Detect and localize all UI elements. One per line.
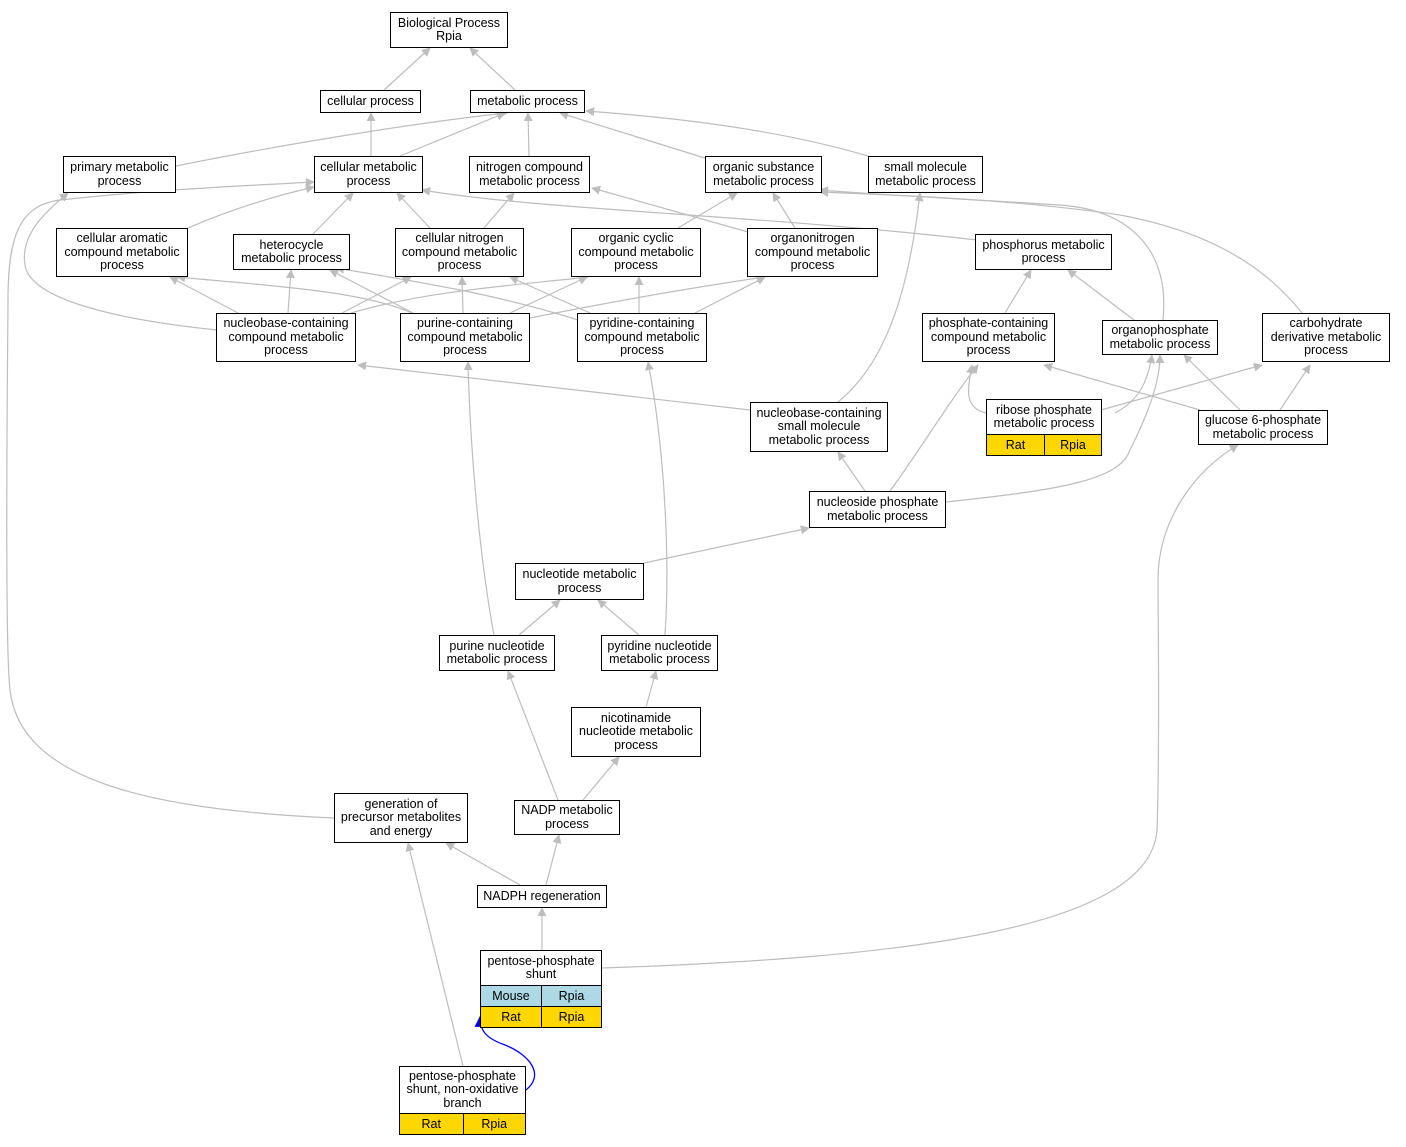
annotation-cell-ribose-0-1: Rpia <box>1044 434 1102 456</box>
edge-nucbase-cellarom <box>169 276 239 314</box>
edge-purinecont-hetero <box>329 269 414 314</box>
go-node-carbderiv[interactable]: carbohydrate derivative metabolic proces… <box>1262 313 1390 362</box>
go-node-pyridinenuc[interactable]: pyridine nucleotide metabolic process <box>601 635 718 671</box>
edge-glucose6p-carbderiv <box>1279 364 1311 411</box>
annotation-cell-pps-0-0: Mouse <box>480 985 542 1007</box>
go-node-nadp[interactable]: NADP metabolic process <box>514 800 620 835</box>
edge-primary-metabolic <box>175 109 508 167</box>
go-node-nucleoside[interactable]: nucleoside phosphate metabolic process <box>809 491 946 528</box>
edge-cellarom-cellmet <box>187 184 315 229</box>
go-node-orgsub[interactable]: organic substance metabolic process <box>705 156 822 193</box>
edge-pyridinecont-organonitro <box>694 276 766 314</box>
annotation-cell-ribose-0-0: Rat <box>986 434 1045 456</box>
go-node-cellarom[interactable]: cellular aromatic compound metabolic pro… <box>56 228 188 277</box>
edge-hetero-cellmet <box>312 192 354 235</box>
go-node-nucleotide[interactable]: nucleotide metabolic process <box>515 563 644 600</box>
edge-ppsnon-genprec <box>405 842 464 1067</box>
go-node-primary[interactable]: primary metabolic process <box>63 156 176 193</box>
edge-smallmol-metabolic <box>585 107 869 157</box>
annotation-cell-pps-1-0: Rat <box>480 1006 542 1028</box>
edge-pyridinenuc-nucleotide <box>597 599 640 636</box>
go-node-nitrogen[interactable]: nitrogen compound metabolic process <box>469 156 590 193</box>
edge-nitrogen-metabolic <box>523 112 533 157</box>
go-node-nucbase[interactable]: nucleobase-containing compound metabolic… <box>216 313 356 362</box>
go-node-ppsnon[interactable]: pentose-phosphate shunt, non-oxidative b… <box>399 1066 526 1114</box>
go-node-smallmol[interactable]: small molecule metabolic process <box>868 156 983 193</box>
edge-nucbase-hetero <box>285 269 295 314</box>
edge-nadp-nicotinamide <box>582 756 620 801</box>
edge-orgcyclic-orgsub <box>677 192 738 229</box>
edge-ribose-carbderiv <box>1100 362 1263 411</box>
go-node-ribose[interactable]: ribose phosphate metabolic process <box>986 399 1102 435</box>
edge-nucleoside-phoscont <box>889 364 979 492</box>
edge-genprec-cellmet <box>6 177 335 819</box>
go-node-phosphorus[interactable]: phosphorus metabolic process <box>975 234 1112 270</box>
edge-glucose6p-phoscont <box>1043 362 1201 411</box>
go-node-glucose6p[interactable]: glucose 6-phosphate metabolic process <box>1198 410 1328 445</box>
edge-phoscont-phosphorus <box>1004 269 1032 314</box>
edge-orgsub-metabolic <box>559 111 709 160</box>
go-node-purinenuc[interactable]: purine nucleotide metabolic process <box>439 635 555 671</box>
annotation-cell-pps-0-1: Rpia <box>541 985 602 1007</box>
annotation-cell-ppsnon-0-0: Rat <box>399 1113 464 1135</box>
edge-purinenuc-nucleotide <box>518 599 561 636</box>
edge-organophos-phosphorus <box>1067 269 1135 321</box>
edge-cellular-bp <box>383 47 431 91</box>
edge-nucleoside-nucbasesmall <box>837 451 866 492</box>
edge-ribose-phoscont <box>966 364 987 414</box>
edge-nucbasesmall-smallmol <box>837 192 924 403</box>
go-node-organonitro[interactable]: organonitrogen compound metabolic proces… <box>747 228 878 277</box>
edge-nucbase-primary <box>23 192 218 331</box>
edge-cellmet-metabolic <box>399 111 506 157</box>
edge-cellnitro-cellmet <box>396 192 431 229</box>
edge-pyridinenuc-pyridinecont <box>645 361 668 636</box>
edge-glucose6p-organophos <box>1183 354 1241 411</box>
edge-purinecont-cellnitro <box>457 276 467 314</box>
go-node-organophos[interactable]: organophosphate metabolic process <box>1102 320 1218 355</box>
edge-nucleotide-nucleoside <box>643 525 810 564</box>
edge-nucbase-orgcyclic <box>350 273 589 314</box>
go-node-cellmet[interactable]: cellular metabolic process <box>314 156 423 193</box>
edge-cellnitro-nitrogen <box>483 192 515 229</box>
go-node-cellular[interactable]: cellular process <box>320 90 421 113</box>
go-node-phoscont[interactable]: phosphate-containing compound metabolic … <box>922 313 1055 362</box>
edge-nucbase-cellnitro <box>341 276 412 314</box>
edge-metabolic-bp <box>469 47 516 91</box>
edge-pyridinecont-hetero <box>335 264 579 321</box>
edge-carbderiv-orgsub <box>819 187 1303 314</box>
edge-purinecont-orgcyclic <box>509 276 588 314</box>
annotation-cell-ppsnon-0-1: Rpia <box>462 1113 526 1135</box>
edge-nicotinamide-pyridinenuc <box>645 670 659 708</box>
edge-nucbasesmall-nucbase <box>357 361 751 411</box>
go-node-bp[interactable]: Biological Process Rpia <box>390 12 508 48</box>
edge-ribose-organophos <box>1114 354 1156 414</box>
go-node-purinecont[interactable]: purine-containing compound metabolic pro… <box>400 313 530 362</box>
annotation-cell-pps-1-1: Rpia <box>541 1006 602 1028</box>
edge-nadph-genprec <box>445 842 521 886</box>
edge-nucleoside-organophos <box>945 354 1165 503</box>
edge-purinecont-cellarom <box>176 273 413 314</box>
edge-organonitro-nitrogen <box>591 185 749 233</box>
go-node-nadph[interactable]: NADPH regeneration <box>477 885 607 908</box>
edge-pps-glucose6p <box>601 444 1239 969</box>
go-node-nicotinamide[interactable]: nicotinamide nucleotide metabolic proces… <box>571 707 701 757</box>
go-node-nucbasesmall[interactable]: nucleobase-containing small molecule met… <box>750 402 888 452</box>
edge-phosphorus-cellmet <box>421 186 978 241</box>
edges <box>6 47 1311 1067</box>
go-node-orgcyclic[interactable]: organic cyclic compound metabolic proces… <box>571 228 701 277</box>
edge-purinecont-organonitro <box>529 273 766 319</box>
edge-nadp-purinenuc <box>506 670 559 801</box>
go-node-metabolic[interactable]: metabolic process <box>470 90 585 113</box>
go-node-hetero[interactable]: heterocycle metabolic process <box>233 234 350 270</box>
go-node-pyridinecont[interactable]: pyridine-containing compound metabolic p… <box>577 313 707 362</box>
edge-pyridinecont-cellnitro <box>509 276 591 314</box>
go-node-pps[interactable]: pentose-phosphate shunt <box>480 950 602 986</box>
edge-nadph-nadp <box>545 834 562 886</box>
go-node-genprec[interactable]: generation of precursor metabolites and … <box>334 793 468 843</box>
go-node-cellnitro[interactable]: cellular nitrogen compound metabolic pro… <box>395 228 524 277</box>
edge-purinenuc-purinecont <box>463 361 495 636</box>
